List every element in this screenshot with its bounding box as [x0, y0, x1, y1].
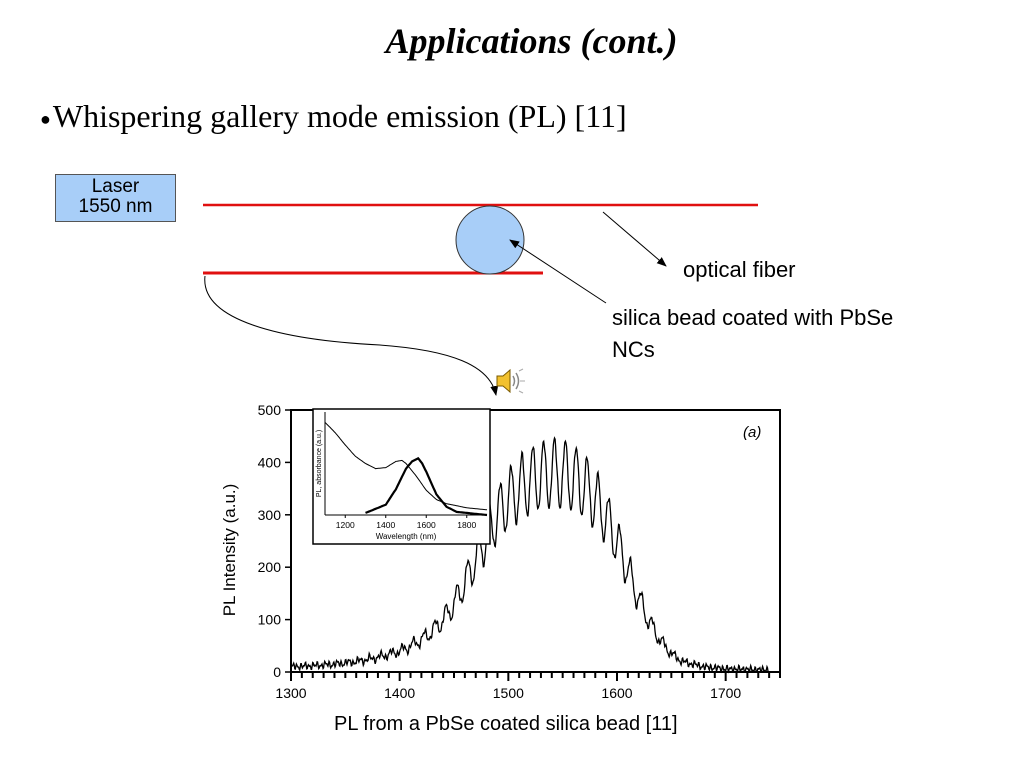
bead-label-line2: NCs — [612, 337, 655, 362]
inset-x-axis-label: Wavelength (nm) — [376, 532, 437, 541]
inset-x-tick-label: 1200 — [336, 520, 355, 530]
speaker-icon[interactable] — [494, 366, 526, 396]
inset-absorbance-line — [324, 421, 488, 511]
y-tick-label: 200 — [258, 559, 282, 575]
plot-frame — [290, 409, 781, 673]
pl-spectrum-chart: 0 100 200 300 400 500 1300 1400 1500 1600 1700 120… — [220, 402, 781, 701]
pl-series-line — [290, 436, 770, 674]
slide-title: Applications (cont.) — [385, 21, 678, 61]
bullet-dot-icon: ● — [40, 109, 51, 130]
bullet-text: Whispering gallery mode emission (PL) [1… — [52, 98, 627, 134]
x-tick-label: 1700 — [710, 685, 741, 701]
inset-x-tick-label: 1600 — [417, 520, 436, 530]
y-tick-label: 500 — [258, 402, 282, 418]
emission-curve-arrow — [204, 275, 499, 396]
bullet-item: ●Whispering gallery mode emission (PL) [… — [40, 98, 627, 135]
bead-pointer-arrow — [509, 239, 607, 304]
fiber-pointer-arrow — [602, 211, 667, 267]
laser-label: Laser — [91, 176, 140, 197]
y-tick-label: 100 — [258, 612, 282, 628]
optical-fiber-label: optical fiber — [683, 257, 796, 282]
y-tick-label: 300 — [258, 507, 282, 523]
y-axis-label: PL Intensity (a.u.) — [220, 484, 239, 617]
silica-bead — [455, 205, 525, 275]
figure-caption: PL from a PbSe coated silica bead [11] — [334, 713, 678, 735]
y-tick-label: 0 — [273, 664, 281, 680]
silica-bead-label: silica bead coated with PbSe NCs — [612, 302, 893, 366]
main-axes: 0 100 200 300 400 500 1300 1400 1500 1600 1700 — [258, 402, 781, 701]
inset-pl-line — [365, 456, 488, 517]
x-tick-label: 1400 — [384, 685, 415, 701]
inset-x-tick-label: 1800 — [457, 520, 476, 530]
y-tick-label: 400 — [258, 454, 282, 470]
laser-wavelength: 1550 nm — [78, 196, 153, 217]
bead-label-line1: silica bead coated with PbSe — [612, 305, 894, 330]
x-tick-label: 1500 — [493, 685, 524, 701]
x-tick-label: 1600 — [601, 685, 632, 701]
main-series — [290, 436, 770, 674]
laser-box: Laser 1550 nm — [55, 174, 176, 222]
x-tick-label: 1300 — [275, 685, 306, 701]
inset-y-axis-label: PL, absorbance (a.u.) — [316, 430, 323, 497]
inset-x-tick-label: 1400 — [376, 520, 395, 530]
panel-label: (a) — [743, 424, 761, 441]
